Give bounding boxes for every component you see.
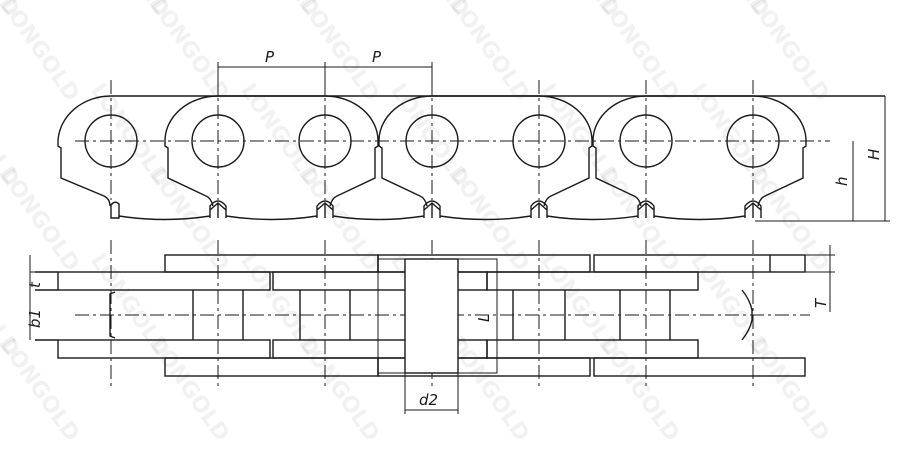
pin-hole — [84, 114, 138, 168]
plate-bottom — [118, 215, 211, 221]
plate-hook — [110, 201, 120, 219]
watermark-text: LONGOLD — [295, 334, 384, 446]
outer-plate — [593, 254, 806, 273]
plate-bottom — [439, 215, 532, 221]
thickness-label: t — [26, 281, 44, 288]
plate-hook — [637, 200, 655, 218]
watermark-text: LONGOLD — [0, 164, 84, 276]
plate-hook — [744, 200, 762, 218]
plate-hook — [530, 200, 548, 218]
plate-hook — [423, 200, 441, 218]
pin-head-label: d2 — [419, 391, 438, 409]
pin-head — [404, 258, 459, 374]
watermark-text: LONGOLD — [295, 0, 384, 106]
inner-plate — [486, 339, 699, 359]
pin-hole — [619, 114, 673, 168]
outer-plate — [593, 357, 806, 377]
pitch-dimension: P P — [217, 48, 433, 96]
watermark-text: LONGOLD — [295, 164, 384, 276]
watermark-text: LONGOLD — [745, 334, 834, 446]
pin-hole — [512, 114, 566, 168]
watermark-text: LONGOLD — [595, 0, 684, 106]
plate-hook — [316, 200, 334, 218]
watermark-text: LONGOLD — [595, 164, 684, 276]
inner-plate — [486, 271, 699, 291]
overall-width-label: T — [812, 297, 830, 308]
plate-bottom — [225, 215, 318, 221]
front-view: P P H h — [57, 48, 890, 222]
pitch-label: P — [265, 48, 275, 66]
pin-holes — [84, 114, 780, 168]
chain-end-right — [741, 289, 753, 341]
height-total-label: H — [865, 149, 883, 160]
plate-bottoms — [118, 215, 746, 221]
watermark-text: LONGOLD — [445, 0, 534, 106]
height-center-label: h — [833, 176, 851, 186]
watermark-text: LONGOLD — [745, 164, 834, 276]
plate-bottom — [653, 215, 746, 221]
plate-bottom — [546, 215, 639, 221]
inner-plate — [57, 339, 271, 359]
inner-plate — [57, 271, 271, 291]
outer-plate — [164, 357, 379, 377]
pin-hole — [191, 114, 245, 168]
watermark-text: LONGOLD — [145, 164, 234, 276]
pitch-label: P — [372, 48, 382, 66]
top-view: L d2 t b1 T — [26, 240, 835, 414]
watermark-text: LONGOLD — [595, 334, 684, 446]
chain-end-left — [109, 291, 116, 339]
watermark-text: LONGOLD — [145, 0, 234, 106]
plate-hook — [209, 200, 227, 218]
pin-hole — [726, 114, 780, 168]
pin-hole — [405, 114, 459, 168]
link-plate-left — [57, 95, 200, 207]
pin-length-label: L — [475, 314, 493, 322]
plate-bottom — [332, 215, 425, 221]
height-dimensions: H h — [755, 96, 890, 222]
inner-width-label: b1 — [26, 309, 44, 328]
pin-center-lines — [110, 80, 754, 200]
watermark-text: LONGOLD — [0, 0, 84, 106]
overall-width-dimension: T — [805, 245, 835, 312]
pin-hole — [298, 114, 352, 168]
watermark-text: LONGOLD — [0, 334, 84, 446]
bushings — [192, 290, 671, 340]
watermark-text: LONGOLD — [745, 0, 834, 106]
watermark-text: LONGOLD — [145, 334, 234, 446]
width-dimensions-left: t b1 — [26, 255, 58, 340]
pin-head-dimension: d2 — [404, 373, 459, 414]
outer-plate — [164, 254, 379, 273]
plate-hooks — [110, 200, 762, 219]
